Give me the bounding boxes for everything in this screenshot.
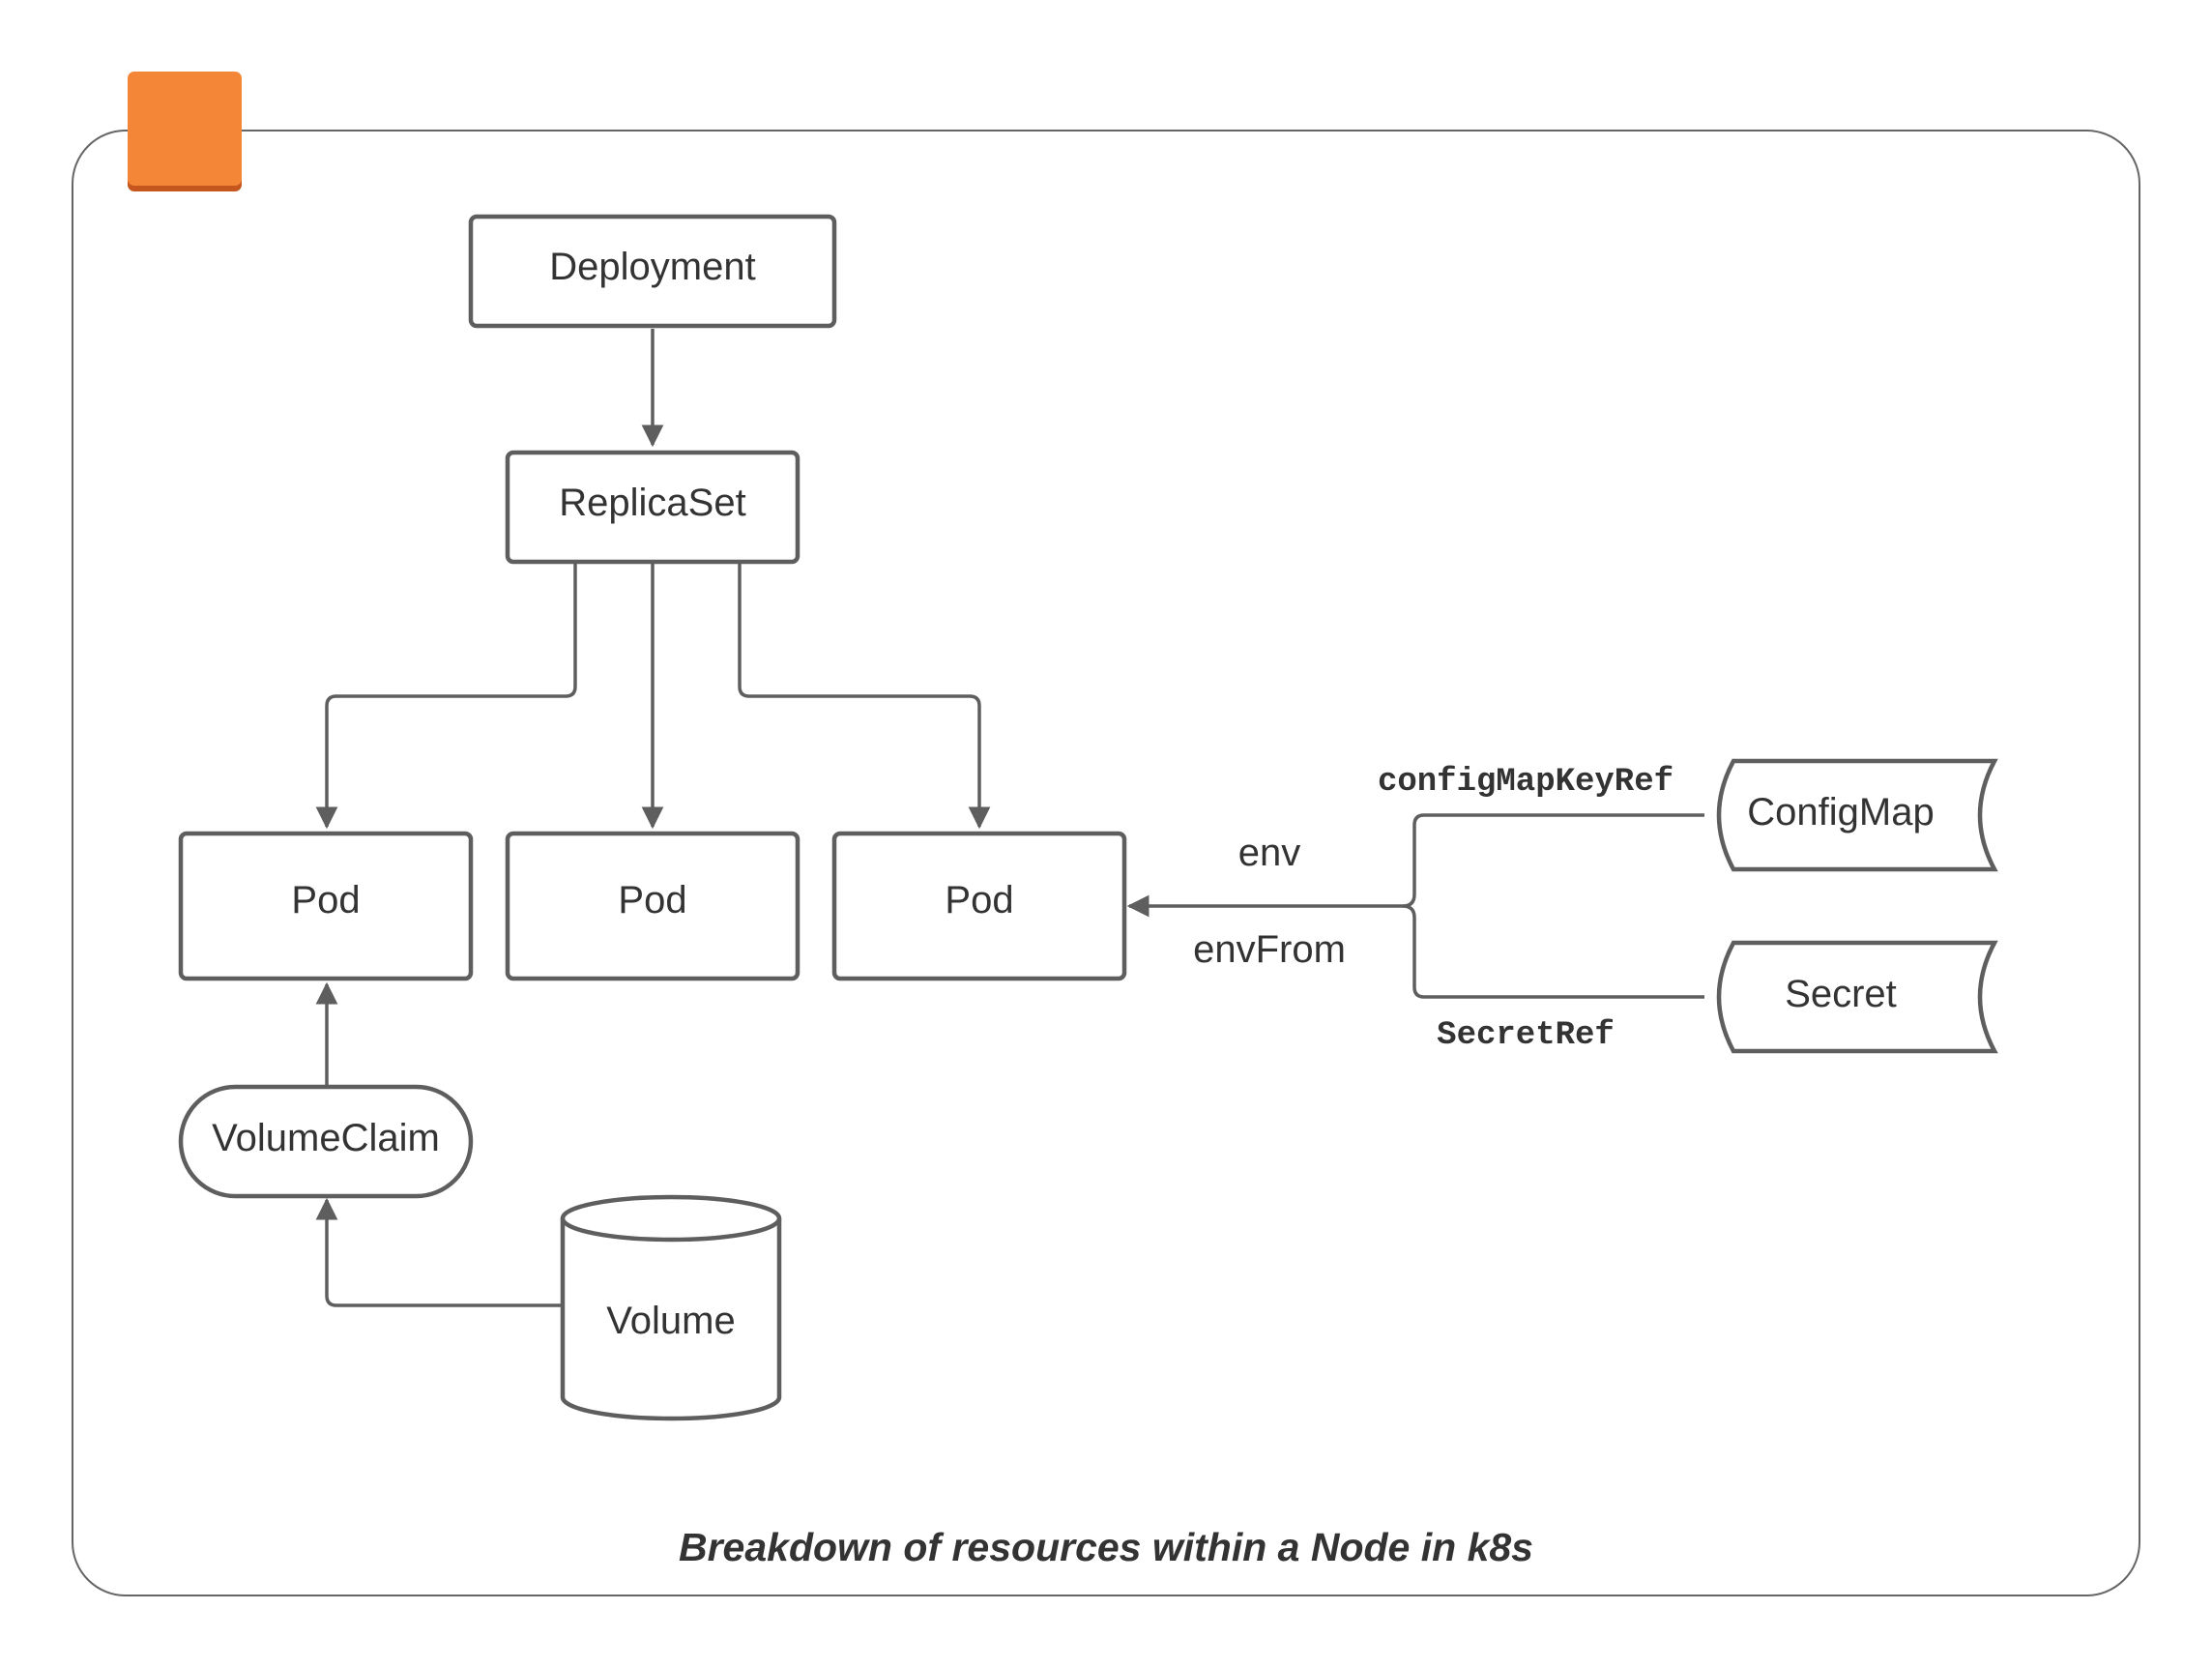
secret-ref-label: SecretRef: [1437, 1017, 1615, 1054]
orange-tile-icon: [128, 72, 242, 191]
deployment-label: Deployment: [549, 246, 755, 288]
pod-node-3: Pod: [831, 831, 1127, 981]
edge-replicaset-pod-3: [738, 563, 991, 830]
volume-node: Volume: [560, 1194, 782, 1421]
config-map-key-ref-label: configMapKeyRef: [1378, 764, 1674, 801]
pod-node-1: Pod: [178, 831, 474, 981]
replicaset-label: ReplicaSet: [559, 482, 745, 524]
pod-node-2: Pod: [505, 831, 800, 981]
diagram-caption: Breakdown of resources within a Node in …: [679, 1525, 1533, 1569]
secret-node: Secret: [1716, 940, 1998, 1054]
pod-label-1: Pod: [291, 879, 360, 922]
volumeclaim-node: VolumeClaim: [178, 1084, 474, 1199]
env-from-label: envFrom: [1193, 928, 1346, 971]
env-label: env: [1238, 832, 1301, 874]
secret-label: Secret: [1785, 973, 1897, 1015]
edge-volume-volumeclaim: [315, 1197, 561, 1307]
configmap-node: ConfigMap: [1716, 758, 1998, 872]
configmap-label: ConfigMap: [1747, 791, 1934, 834]
volume-label: Volume: [606, 1300, 735, 1342]
deployment-node: Deployment: [468, 214, 837, 329]
pod-label-3: Pod: [945, 879, 1013, 922]
edge-replicaset-pod-1: [315, 563, 577, 830]
replicaset-node: ReplicaSet: [505, 450, 800, 565]
pod-label-2: Pod: [618, 879, 686, 922]
edge-secret-pod: [1402, 904, 1704, 999]
volumeclaim-label: VolumeClaim: [212, 1117, 440, 1159]
edges: [315, 329, 1704, 1307]
